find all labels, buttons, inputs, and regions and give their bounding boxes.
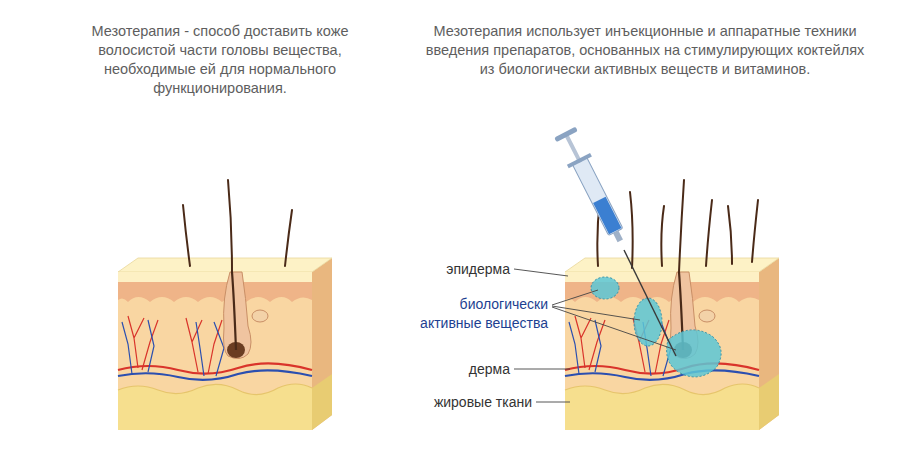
- leader-line: [514, 269, 676, 402]
- layer-label: эпидерма: [390, 260, 510, 279]
- syringe: [553, 126, 676, 356]
- intro-text: Мезотерапия - способ доставить коже воло…: [70, 22, 370, 98]
- hair: [183, 180, 292, 272]
- skin-block: [118, 258, 332, 430]
- layer-label: дерма: [390, 360, 510, 379]
- substance-label: биологически активные вещества: [398, 295, 548, 333]
- layer-label: жировые ткани: [392, 393, 532, 412]
- skin-block: [565, 258, 779, 430]
- intro-text: Мезотерапия использует инъекционные и ап…: [425, 22, 865, 79]
